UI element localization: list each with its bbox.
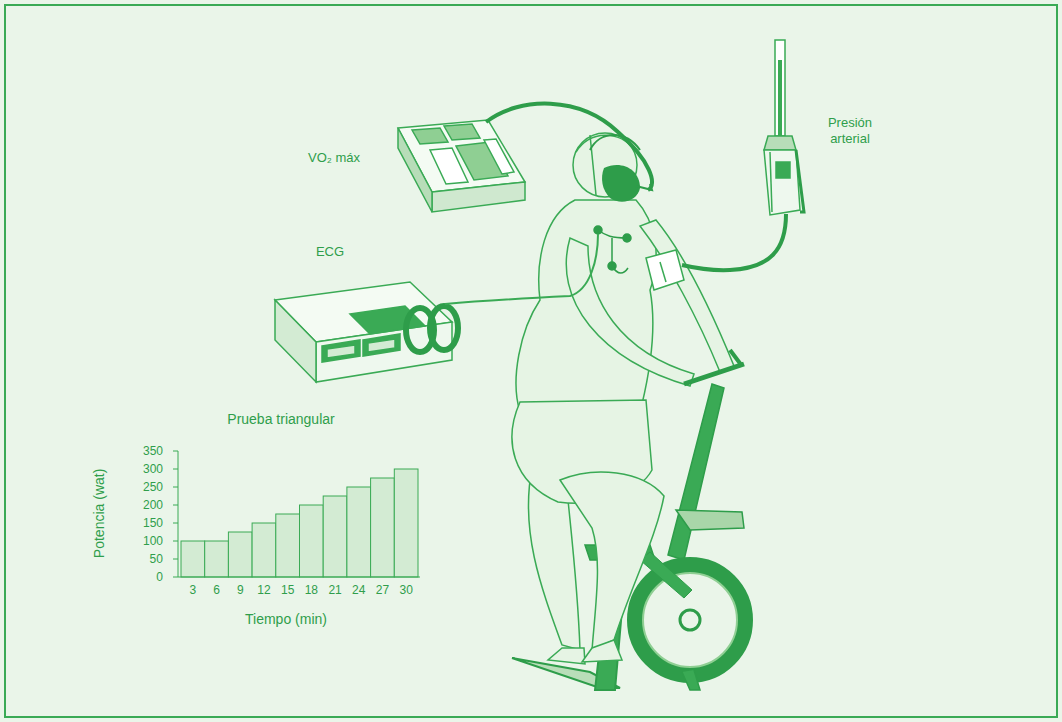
bar-chart-part <box>178 577 420 578</box>
chart-bar <box>323 496 347 577</box>
sphygmomanometer-part <box>764 150 800 215</box>
vo2-analyzer-part <box>444 124 480 140</box>
tick-label: 6 <box>213 583 220 597</box>
tick-label: 300 <box>143 462 163 476</box>
exercise-bike-part <box>676 510 744 530</box>
axis-title: Potencia (wat) <box>92 468 109 557</box>
device-label: ECG <box>316 244 344 260</box>
tick-label: 350 <box>143 444 163 458</box>
exercise-bike-part <box>680 610 700 630</box>
cyclist-figure-part <box>548 648 585 664</box>
axis-tick <box>173 451 178 452</box>
cyclist-figure-part <box>566 238 694 386</box>
vo2-analyzer-part <box>484 139 514 174</box>
bar-chart <box>173 451 420 577</box>
tick-label: 24 <box>352 583 365 597</box>
handlebar-part <box>730 350 742 366</box>
sphygmomanometer-part <box>770 152 772 212</box>
bp-hose <box>682 214 786 270</box>
cyclist-figure-part <box>560 472 664 650</box>
frame-border <box>5 5 1057 717</box>
axis-tick <box>173 541 178 542</box>
tick-label: 30 <box>400 583 413 597</box>
tick-label: 9 <box>237 583 244 597</box>
bp-cuff <box>646 250 684 290</box>
chart-bar <box>228 532 252 577</box>
exercise-bike-part <box>640 552 692 598</box>
chart-bar <box>300 505 324 577</box>
exercise-bike-part <box>643 573 737 667</box>
sphygmomanometer-part <box>764 136 796 150</box>
ecg-machine-part <box>430 306 458 350</box>
tick-label: 50 <box>150 552 163 566</box>
chart-bar <box>371 478 395 577</box>
handlebar-part <box>684 364 744 384</box>
vo2-tube <box>486 104 652 190</box>
sphygmomanometer-part <box>775 40 785 136</box>
exercise-bike-part <box>668 384 724 560</box>
face-mask <box>590 135 652 202</box>
sphygmomanometer-part <box>796 150 804 212</box>
ecg-machine-part <box>363 334 400 356</box>
bp-cuff-part <box>646 250 684 290</box>
tick-label: 100 <box>143 534 163 548</box>
axis-tick <box>173 487 178 488</box>
tick-label: 27 <box>376 583 389 597</box>
tick-label: 18 <box>305 583 318 597</box>
exercise-bike-part <box>635 565 745 675</box>
sphygmomanometer-part <box>778 60 782 136</box>
bar-chart-part <box>178 451 179 577</box>
vo2-analyzer-part <box>412 128 448 144</box>
chart-bar <box>205 541 229 577</box>
chart-bar <box>394 469 418 577</box>
sphygmomanometer <box>764 40 804 215</box>
exercise-bike <box>512 384 745 690</box>
device-label: Presión arterial <box>819 115 881 146</box>
axis-tick <box>173 559 178 560</box>
chart-title: Prueba triangular <box>227 411 334 428</box>
ecg-electrodes-part <box>598 230 628 273</box>
sphygmomanometer-part <box>776 162 790 178</box>
cyclist-figure-part <box>582 640 622 662</box>
axis-tick <box>173 505 178 506</box>
axis-title: Tiempo (min) <box>245 611 327 628</box>
exercise-bike-part <box>682 670 700 690</box>
ecg-cable <box>445 234 598 304</box>
ecg-machine <box>275 282 458 382</box>
bar-chart-part <box>181 469 418 577</box>
ecg-machine-part <box>368 339 395 352</box>
axis-tick <box>173 469 178 470</box>
tick-label: 150 <box>143 516 163 530</box>
bar-chart-part <box>173 451 178 577</box>
tick-label: 0 <box>156 570 163 584</box>
device-label: VO₂ máx <box>308 150 360 166</box>
chart-bar <box>276 514 300 577</box>
ecg-machine-part <box>275 300 316 382</box>
handlebar <box>684 350 744 384</box>
vo2-analyzer-part <box>432 182 525 212</box>
axis-tick <box>173 523 178 524</box>
vo2-analyzer-part <box>430 148 468 184</box>
chart-bar <box>347 487 371 577</box>
face-mask-part <box>602 165 640 202</box>
chart-bar <box>181 541 205 577</box>
tick-label: 21 <box>328 583 341 597</box>
axis-tick <box>173 577 178 578</box>
tick-label: 200 <box>143 498 163 512</box>
tick-label: 3 <box>190 583 197 597</box>
tick-label: 15 <box>281 583 294 597</box>
tick-label: 250 <box>143 480 163 494</box>
cyclist-figure-part <box>640 220 734 372</box>
cyclist-figure <box>512 133 734 664</box>
ecg-electrodes <box>594 226 631 273</box>
ecg-machine-part <box>322 340 360 362</box>
ecg-machine-part <box>327 345 355 358</box>
vo2-analyzer <box>398 120 525 212</box>
chart-bar <box>252 523 276 577</box>
bp-cuff-part <box>660 262 666 282</box>
tick-label: 12 <box>257 583 270 597</box>
